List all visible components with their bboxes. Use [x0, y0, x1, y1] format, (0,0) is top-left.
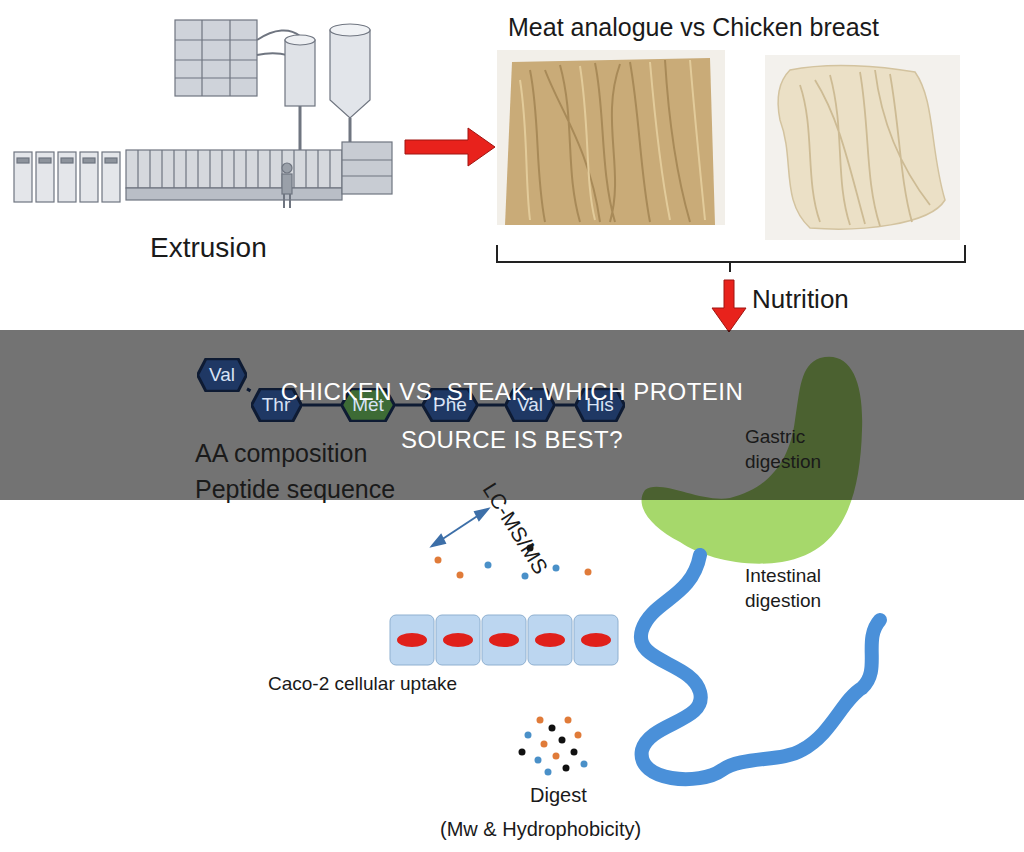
organ-label: Intestinal digestion	[745, 563, 855, 613]
label-holder: Gastric digestion	[745, 424, 850, 474]
flow-arrow	[712, 280, 746, 332]
flow-arrow	[405, 128, 495, 166]
amino-acid-code: Val	[209, 364, 235, 386]
label-holder: (Mw & Hydrophobicity)	[440, 817, 740, 842]
label-holder: Extrusion	[150, 230, 350, 265]
extruder-machine	[14, 20, 392, 208]
intestine	[641, 555, 880, 779]
label-holder: AA composition	[195, 438, 455, 469]
cell-label: Caco-2 cellular uptake	[268, 672, 528, 696]
digest-note: (Mw & Hydrophobicity)	[440, 817, 740, 842]
stage-label: Nutrition	[752, 283, 952, 316]
label-holder: LC-MS/MS	[477, 478, 573, 611]
label-holder: Caco-2 cellular uptake	[268, 672, 528, 696]
label-holder: Meat analogue vs Chicken breast	[508, 12, 1008, 43]
bracket	[497, 245, 965, 272]
caco2-cells	[390, 615, 618, 665]
amino-acid-hexagon: Val	[197, 358, 247, 392]
digest-dots	[519, 717, 588, 776]
label-holder: Nutrition	[752, 283, 952, 316]
meat-analogue-photo	[497, 50, 725, 225]
digest-label: Digest	[530, 783, 650, 808]
label-holder: Intestinal digestion	[745, 563, 855, 613]
peptide-bond	[247, 389, 251, 391]
analysis-label: Peptide sequence	[195, 474, 455, 505]
double-arrow	[432, 509, 488, 546]
stage-label: Extrusion	[150, 230, 350, 265]
photo-heading: Meat analogue vs Chicken breast	[508, 12, 1008, 43]
chicken-breast-photo	[765, 55, 960, 240]
analysis-label: AA composition	[195, 438, 455, 469]
label-holder: Peptide sequence	[195, 474, 455, 505]
method-label: LC-MS/MS	[477, 478, 573, 611]
organ-label: Gastric digestion	[745, 424, 850, 474]
label-holder: Digest	[530, 783, 650, 808]
